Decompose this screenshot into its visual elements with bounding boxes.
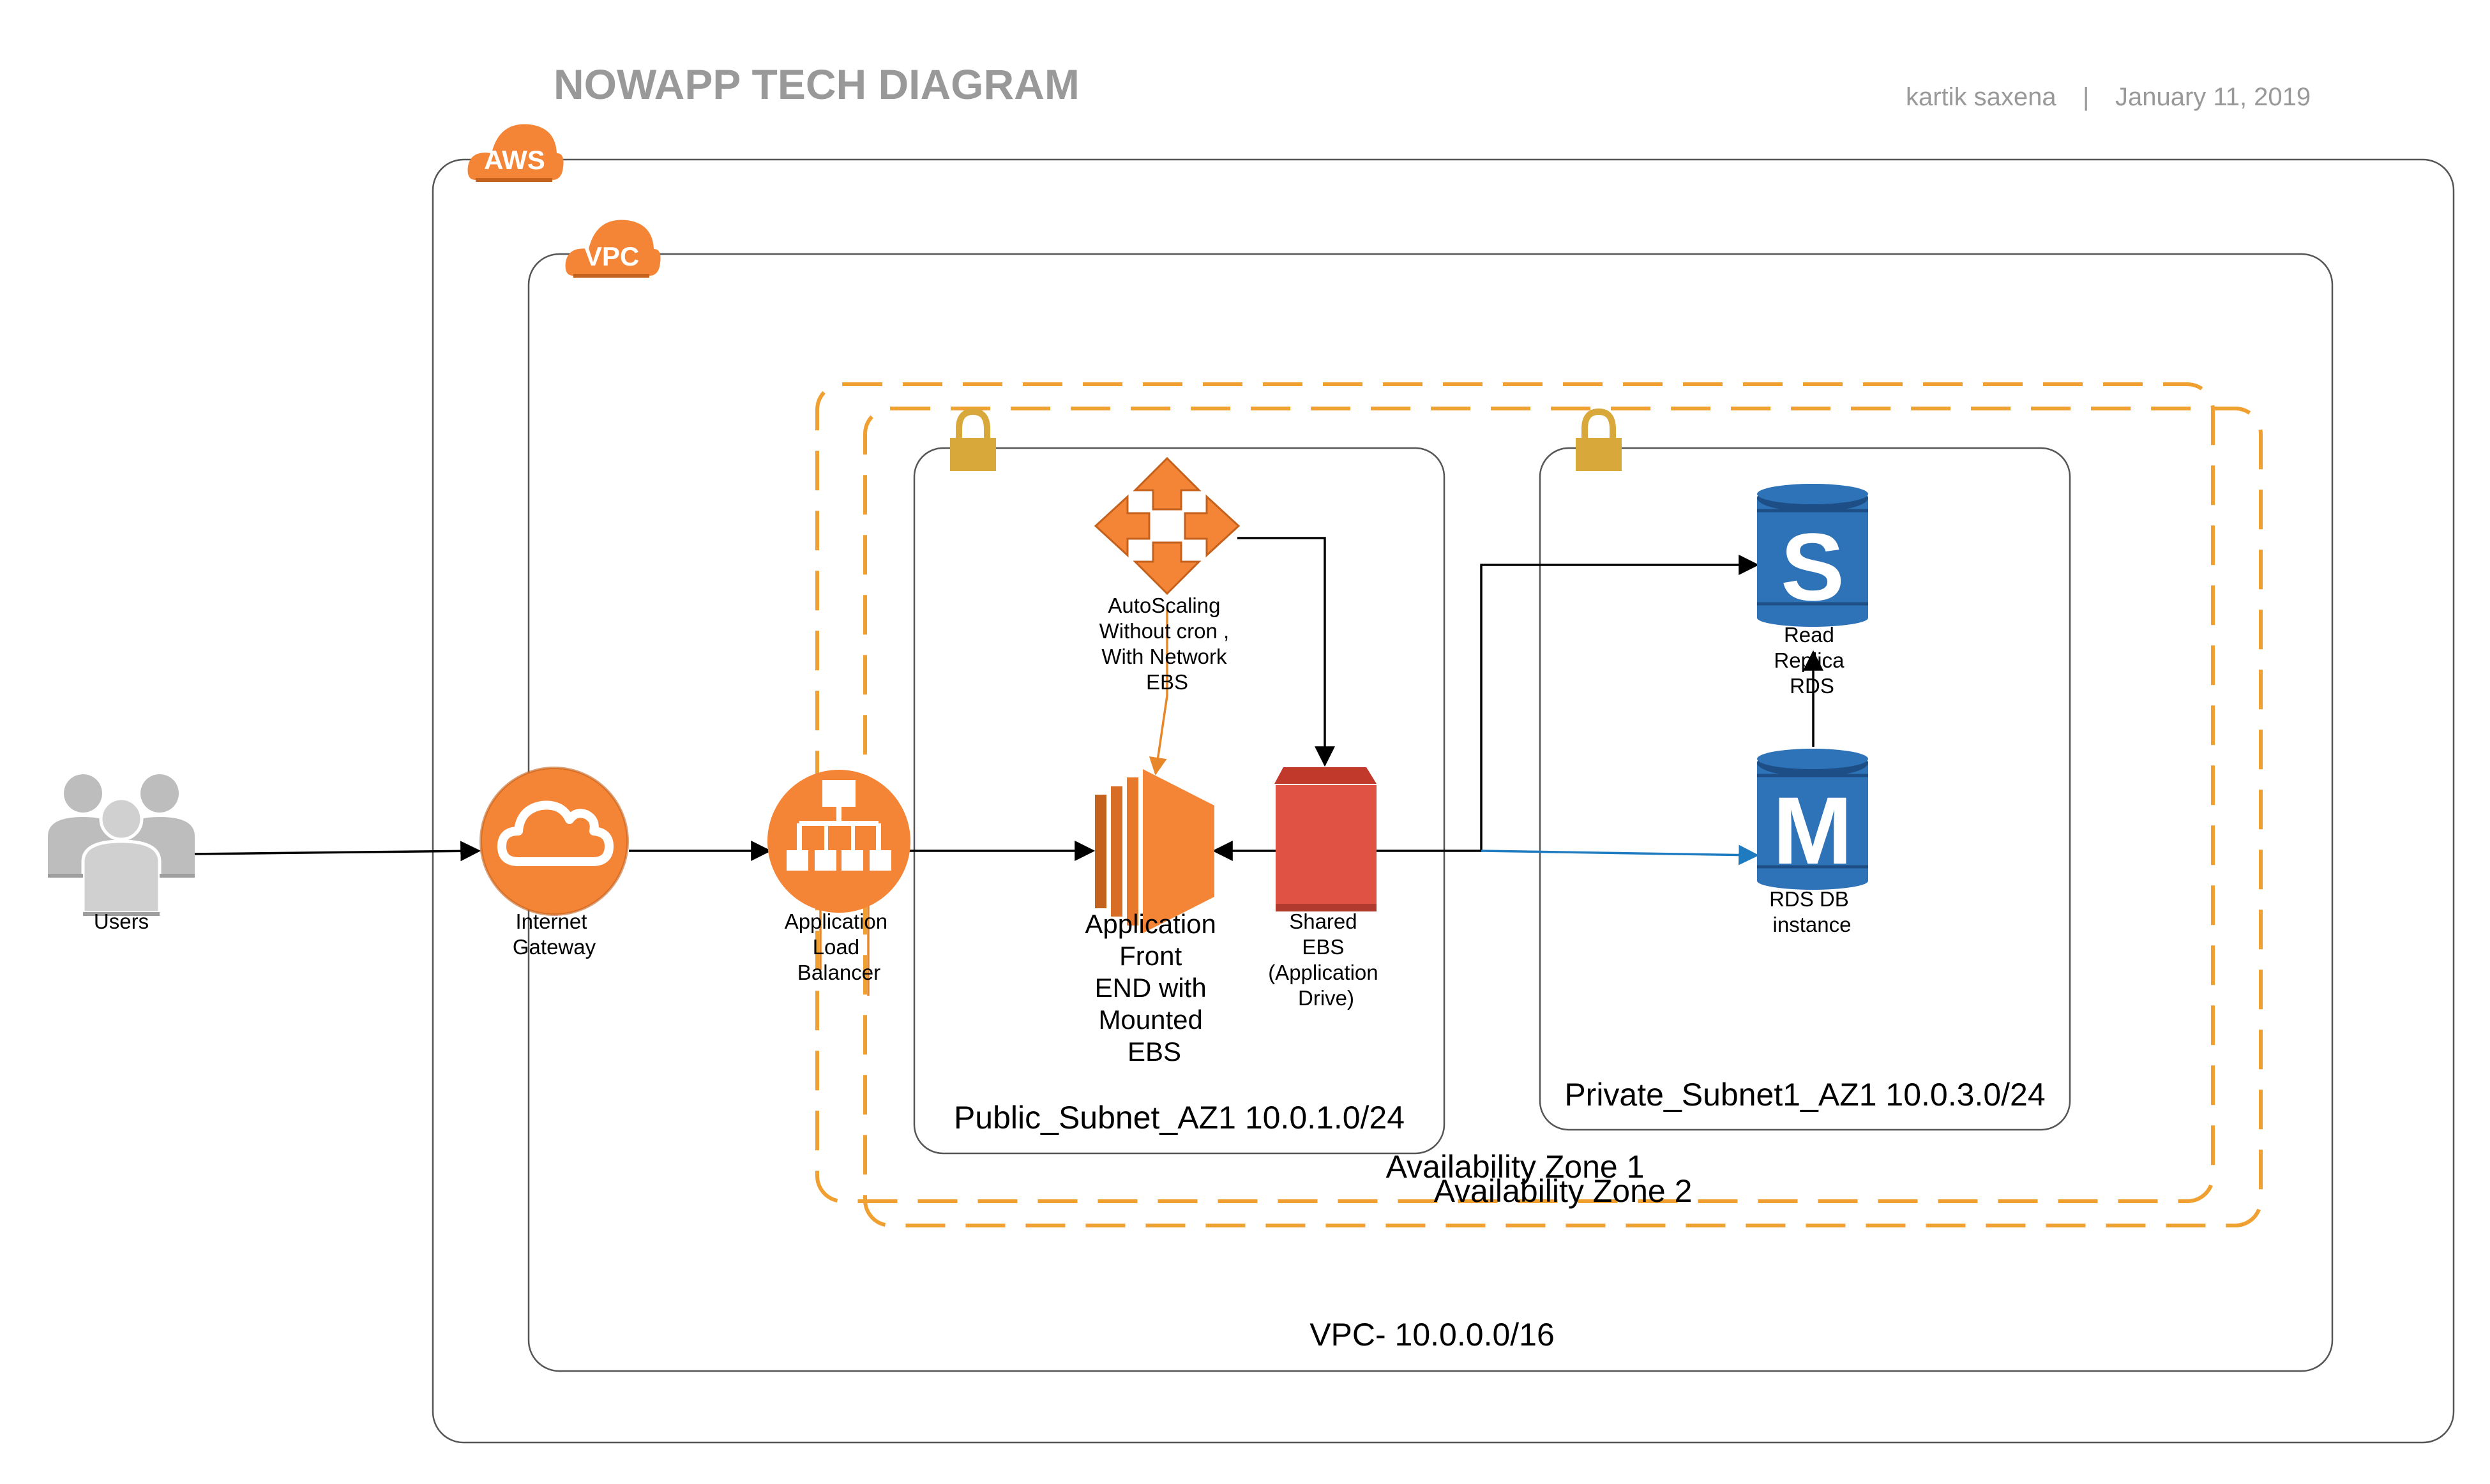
availability-zone-1 — [815, 382, 2215, 1203]
lock-icon — [1576, 408, 1622, 471]
internet-gateway-icon — [479, 767, 629, 916]
connector-users-to-igw — [190, 841, 481, 862]
autoscaling-label: AutoScaling Without cron , With Network … — [1099, 594, 1235, 694]
ebs-volume-label: Shared EBS (Application Drive) — [1268, 910, 1384, 1010]
diagram-title: NOWAPP TECH DIAGRAM — [554, 61, 1080, 108]
public-subnet — [913, 447, 1445, 1155]
users-label: Users — [94, 910, 149, 933]
connector-to-rds-master — [1481, 844, 1760, 866]
vpc-cloud-icon: VPC — [565, 220, 661, 278]
vpc-badge-label: VPC — [584, 241, 639, 271]
connector-autoscaling-to-ec2 — [1149, 610, 1168, 776]
public-subnet-label: Public_Subnet_AZ1 10.0.1.0/24 — [954, 1100, 1405, 1135]
aws-cloud-icon: AWS — [467, 124, 564, 182]
aws-badge-label: AWS — [484, 145, 545, 175]
aws-cloud-boundary — [432, 158, 2455, 1444]
author-label: kartik saxena — [1906, 83, 2056, 111]
rds-master-icon: M — [1757, 749, 1868, 890]
availability-zone-1-label: Availability Zone 1 — [1386, 1149, 1645, 1185]
load-balancer-label: Application Load Balancer — [785, 910, 894, 984]
date-label: January 11, 2019 — [2115, 83, 2311, 111]
users-icon — [48, 774, 195, 916]
vpc-cidr-label: VPC- 10.0.0.0/16 — [1309, 1317, 1555, 1353]
rds-read-replica-glyph: S — [1781, 513, 1845, 620]
availability-zone-2 — [863, 407, 2263, 1227]
private-subnet — [1539, 447, 2071, 1131]
connector-to-read-replica — [1378, 555, 1760, 852]
autoscaling-icon — [1094, 456, 1241, 596]
rds-read-replica-label: Read Replica RDS — [1774, 623, 1850, 698]
ec2-instance-icon — [1095, 769, 1214, 933]
rds-master-glyph: M — [1773, 777, 1853, 884]
private-subnet-label: Private_Subnet1_AZ1 10.0.3.0/24 — [1564, 1077, 2045, 1113]
rds-read-replica-icon: S — [1757, 484, 1868, 627]
connector-autoscaling-to-ebs — [1237, 537, 1335, 767]
internet-gateway-label: Internet Gateway — [513, 910, 596, 959]
ebs-volume-icon — [1274, 767, 1377, 911]
rds-master-label: RDS DB instance — [1769, 887, 1855, 936]
ec2-instance-label: Application Front END with Mounted EBS — [1085, 909, 1223, 1067]
lock-icon — [950, 408, 996, 471]
availability-zone-2-label: Availability Zone 2 — [1434, 1173, 1693, 1209]
load-balancer-icon — [767, 770, 910, 913]
header-separator: | — [2083, 83, 2089, 111]
